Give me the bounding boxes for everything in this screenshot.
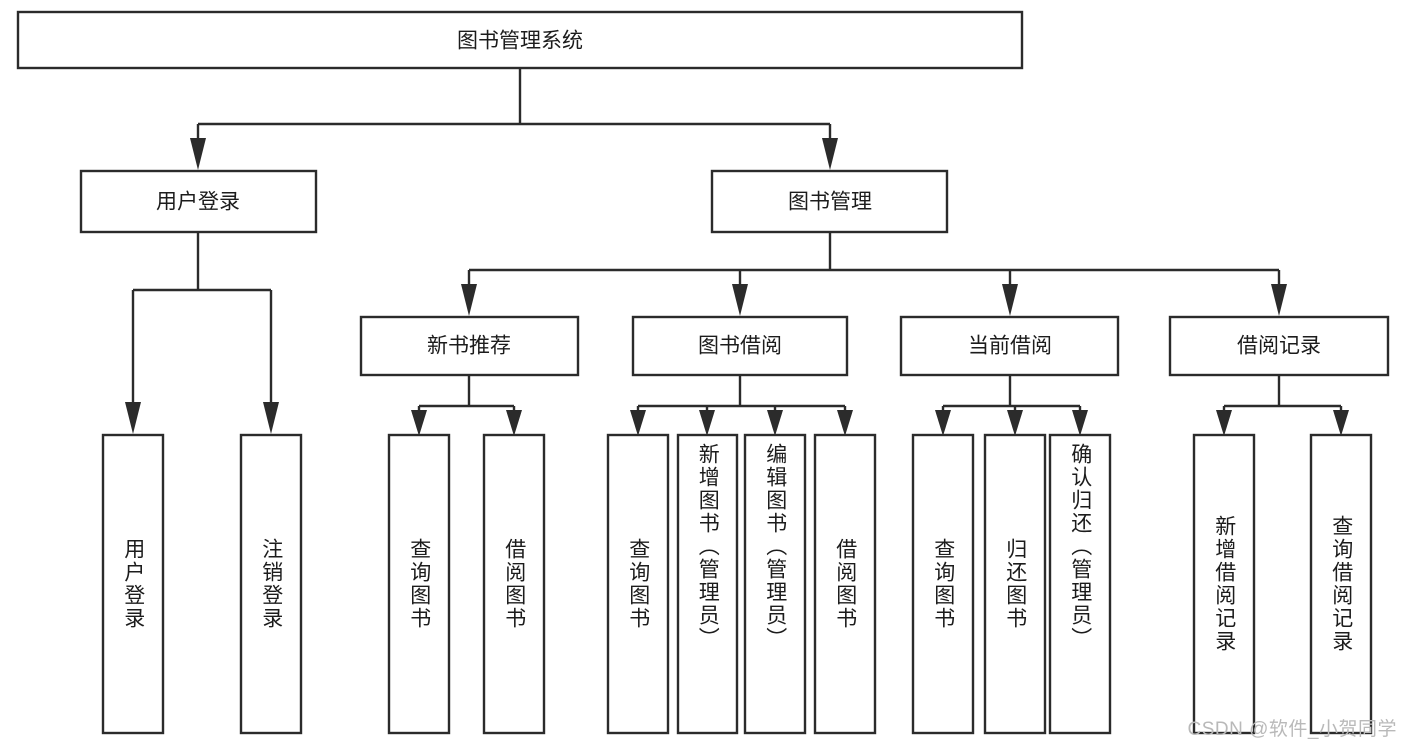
connector-currentborrow-to-leaves (935, 375, 1088, 436)
arrow-icon (1072, 410, 1088, 436)
arrow-icon (1271, 284, 1287, 316)
arrow-icon (461, 284, 477, 316)
arrow-icon (125, 402, 141, 434)
node-label-leaf-confirm-return-admin: 确认归还（管理员） (1068, 443, 1092, 650)
node-label-leaf-add-borrow-record: 新增借阅记录 (1212, 515, 1236, 653)
node-label-leaf-user-login: 用户登录 (121, 538, 145, 630)
node-label-leaf-borrow-book-newrec: 借阅图书 (502, 538, 526, 630)
node-label-borrow-record: 借阅记录 (1237, 335, 1321, 358)
node-label-user-login: 用户登录 (156, 191, 240, 214)
node-leaf-box[interactable] (1309, 433, 1373, 735)
connector-borrowrecord-to-leaves (1216, 375, 1349, 436)
arrow-icon (506, 410, 522, 436)
node-label-current-borrow: 当前借阅 (968, 335, 1052, 358)
arrow-icon (732, 284, 748, 316)
node-current-borrow-box[interactable] (899, 315, 1120, 377)
node-leaf-box[interactable] (606, 433, 670, 735)
arrow-icon (699, 410, 715, 436)
connector-bookborrow-to-leaves (630, 375, 853, 436)
connector-newbook-to-leaves (411, 375, 522, 436)
node-leaf-box[interactable] (482, 433, 546, 735)
node-user-login-box[interactable] (79, 169, 318, 234)
node-label-leaf-edit-book-admin: 编辑图书（管理员） (763, 443, 787, 650)
node-label-leaf-query-book-newrec: 查询图书 (407, 538, 431, 630)
node-leaf-box[interactable] (813, 433, 877, 735)
connector-bookmanage-to-level3 (461, 232, 1287, 316)
arrow-icon (837, 410, 853, 436)
node-leaf-box[interactable] (911, 433, 975, 735)
node-label-leaf-logout: 注销登录 (259, 538, 283, 630)
connector-root-to-level2 (190, 68, 838, 170)
arrow-icon (1007, 410, 1023, 436)
node-leaf-box[interactable] (983, 433, 1047, 735)
node-leaf-box[interactable] (387, 433, 451, 735)
arrow-icon (190, 138, 206, 170)
node-label-book-borrow: 图书借阅 (698, 335, 782, 358)
watermark: CSDN @软件_小贺同学 (1187, 719, 1397, 740)
arrow-icon (411, 410, 427, 436)
node-leaf-box[interactable] (239, 433, 303, 735)
node-label-new-book-rec: 新书推荐 (427, 335, 511, 358)
node-label-leaf-query-borrow-record: 查询借阅记录 (1329, 515, 1353, 653)
node-label-leaf-query-book-borrow: 查询图书 (626, 538, 650, 630)
node-label-leaf-add-book-admin: 新增图书（管理员） (696, 443, 720, 650)
arrow-icon (630, 410, 646, 436)
node-book-manage-box[interactable] (710, 169, 949, 234)
node-label-leaf-return-book: 归还图书 (1003, 538, 1027, 630)
node-label-leaf-query-book-current: 查询图书 (931, 538, 955, 630)
arrow-icon (822, 138, 838, 170)
arrow-icon (1002, 284, 1018, 316)
node-label-leaf-borrow-book: 借阅图书 (833, 538, 857, 630)
arrow-icon (1216, 410, 1232, 436)
node-label-book-manage: 图书管理 (788, 191, 872, 214)
node-leaf-box[interactable] (1192, 433, 1256, 735)
arrow-icon (767, 410, 783, 436)
node-leaf-box[interactable] (1048, 433, 1112, 735)
node-new-book-rec-box[interactable] (359, 315, 580, 377)
arrow-icon (1333, 410, 1349, 436)
arrow-icon (263, 402, 279, 434)
node-book-borrow-box[interactable] (631, 315, 849, 377)
page-title: 图书管理系统 (457, 30, 583, 53)
node-borrow-record-box[interactable] (1168, 315, 1390, 377)
node-leaf-box[interactable] (101, 433, 165, 735)
connector-userlogin-to-leaves (125, 232, 279, 434)
arrow-icon (935, 410, 951, 436)
node-leaf-box[interactable] (743, 433, 807, 735)
node-root-box[interactable] (16, 10, 1024, 70)
node-leaf-box[interactable] (676, 433, 739, 735)
